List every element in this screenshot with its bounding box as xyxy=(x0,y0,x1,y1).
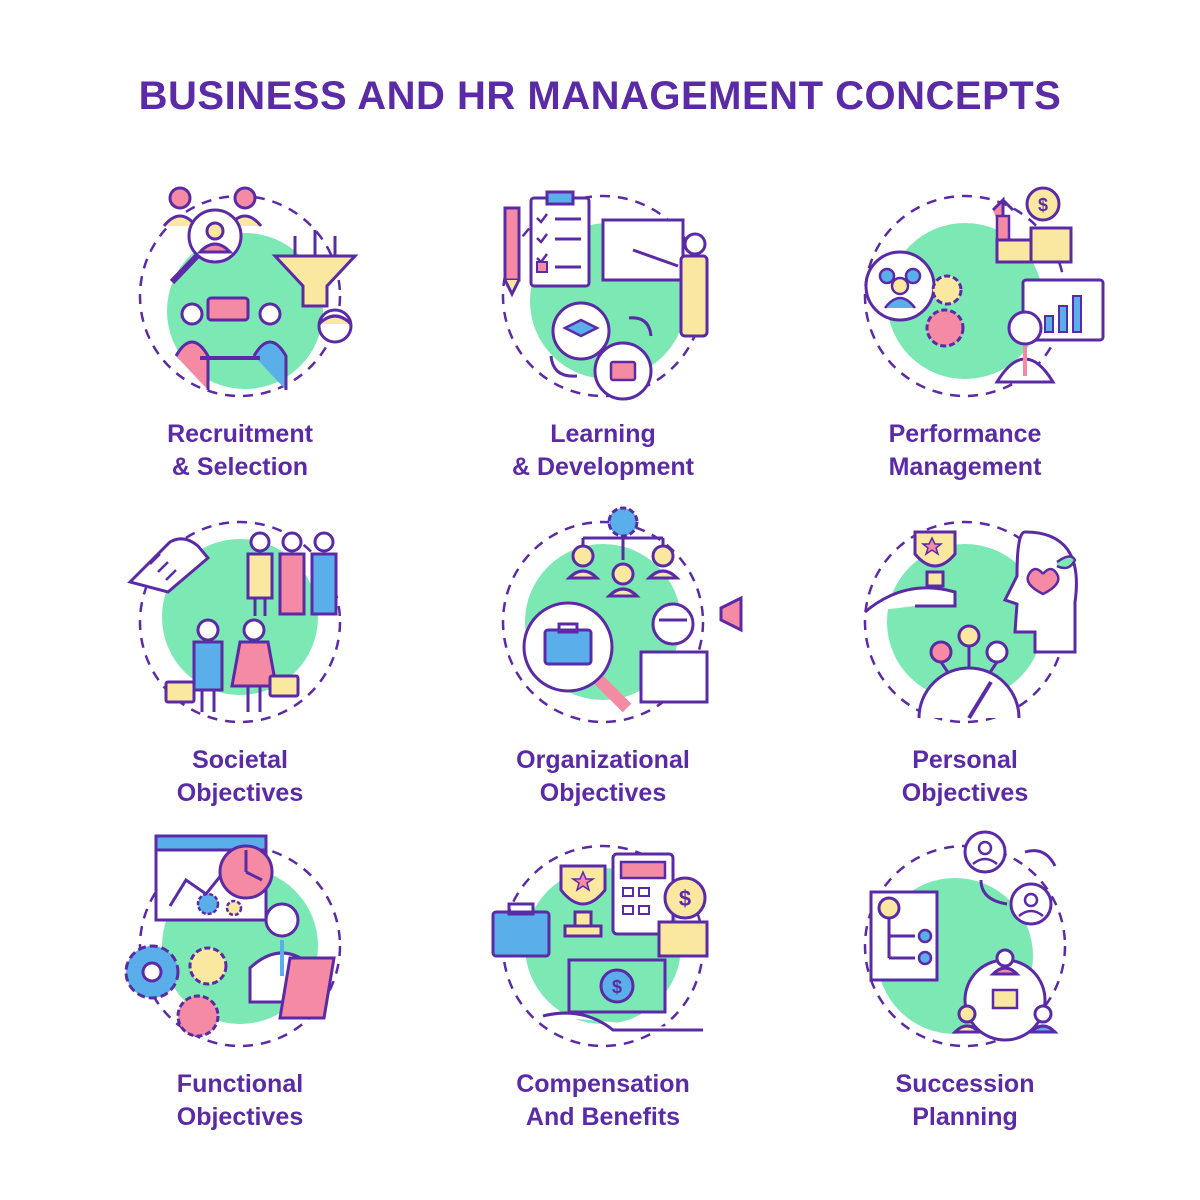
concept-performance: $ Performance Management xyxy=(795,186,1135,506)
concept-personal: Personal Objectives xyxy=(795,512,1135,832)
svg-text:$: $ xyxy=(679,886,691,911)
concept-label: Succession Planning xyxy=(795,1068,1135,1134)
label-line-1: Societal xyxy=(192,746,288,774)
concept-label: Personal Objectives xyxy=(795,744,1135,810)
label-line-2: Objectives xyxy=(176,779,304,807)
concept-label: Learning & Development xyxy=(433,418,773,484)
concept-organizational: Organizational Objectives xyxy=(433,506,773,832)
concept-functional: Functional Objectives xyxy=(70,834,410,1156)
label-line-1: Recruitment xyxy=(167,420,313,448)
label-line-1: Organizational xyxy=(516,746,690,774)
concept-societal: Societal Objectives xyxy=(70,512,410,832)
concept-label: Functional Objectives xyxy=(70,1068,410,1134)
functional-icon xyxy=(124,834,342,1048)
concept-label: Recruitment & Selection xyxy=(70,418,410,484)
compensation-icon: $ $ xyxy=(491,844,709,1048)
label-line-2: Objectives xyxy=(901,779,1029,807)
page-title: BUSINESS AND HR MANAGEMENT CONCEPTS xyxy=(138,74,1062,118)
label-line-1: Functional xyxy=(176,1070,304,1098)
learning-icon xyxy=(501,190,709,401)
concept-learning: Learning & Development xyxy=(433,186,773,506)
succession-icon xyxy=(863,830,1067,1048)
label-line-1: Performance xyxy=(888,420,1042,448)
concept-recruitment: Recruitment & Selection xyxy=(70,186,410,506)
label-line-2: Management xyxy=(888,453,1042,481)
organizational-icon xyxy=(501,506,743,724)
concept-succession: Succession Planning xyxy=(795,830,1135,1156)
concept-label: Compensation And Benefits xyxy=(433,1068,773,1134)
concept-compensation: $ $ Compensation And Benefits xyxy=(433,836,773,1156)
svg-text:$: $ xyxy=(1038,195,1048,215)
concept-label: Organizational Objectives xyxy=(433,744,773,810)
label-line-1: Learning xyxy=(550,420,656,448)
recruitment-icon xyxy=(138,186,359,398)
societal-icon xyxy=(127,520,342,724)
label-line-2: & Development xyxy=(512,453,694,481)
label-line-2: & Selection xyxy=(171,453,309,481)
label-line-2: Objectives xyxy=(176,1103,304,1131)
concept-label: Societal Objectives xyxy=(70,744,410,810)
concept-label: Performance Management xyxy=(795,418,1135,484)
personal-icon xyxy=(863,520,1078,724)
label-line-1: Personal xyxy=(912,746,1018,774)
label-line-2: Objectives xyxy=(539,779,667,807)
svg-text:$: $ xyxy=(612,977,622,997)
label-line-1: Succession xyxy=(895,1070,1035,1098)
label-line-2: And Benefits xyxy=(525,1103,681,1131)
label-line-1: Compensation xyxy=(516,1070,690,1098)
performance-icon: $ xyxy=(863,186,1105,398)
label-line-2: Planning xyxy=(912,1103,1018,1131)
